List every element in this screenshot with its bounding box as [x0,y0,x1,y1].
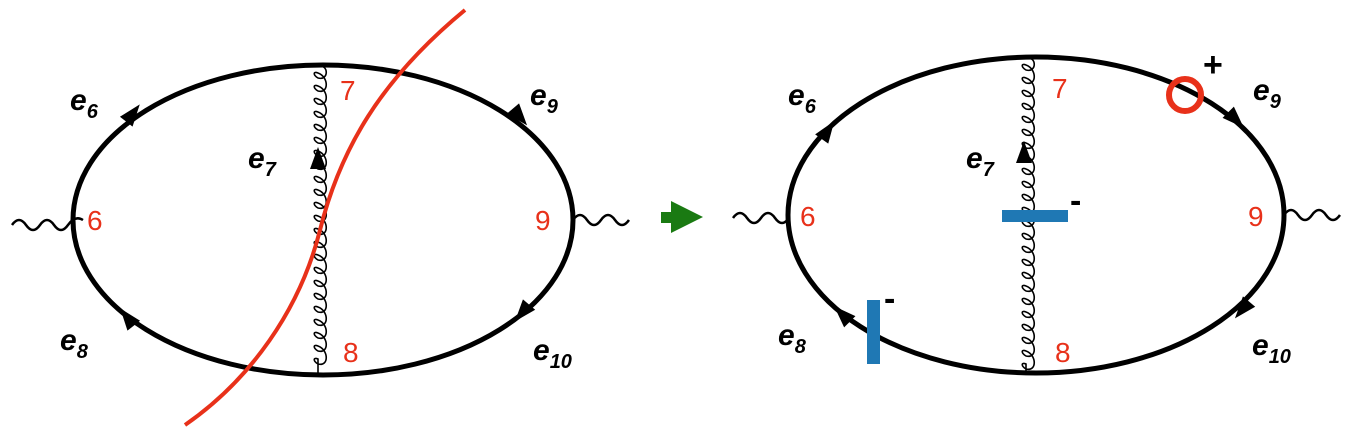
right-minus-mark-gluon [1002,210,1068,222]
right-gluon [1021,57,1036,372]
right-photon-out [1282,208,1342,222]
right-label-e10: e10 [1252,329,1291,368]
gluon-coil-path [1021,57,1036,372]
left-vertex-7: 7 [340,75,356,106]
right-minus-mark-e8-sign: - [884,280,895,318]
right-label-e6: e6 [788,79,817,118]
right-vertex-6: 6 [800,201,816,232]
left-arrow-e7 [310,147,326,169]
left-cut-line [183,8,467,427]
right-vertex-9: 9 [1248,201,1264,232]
right-photon-in [731,211,791,225]
left-arrow-e10 [514,299,536,322]
right-minus-mark-e8 [867,300,880,364]
right-vertex-8: 8 [1055,337,1071,368]
gluon-coil-path [313,65,328,374]
left-arrow-e6 [119,104,140,127]
left-diagram: e6 e7 e8 e9 e10 6 7 8 9 [10,8,631,427]
right-vertex-7: 7 [1052,73,1068,104]
left-label-e8: e8 [60,324,89,363]
left-vertex-9: 9 [535,205,551,236]
left-label-e6: e6 [70,84,99,123]
left-label-e10: e10 [533,334,572,373]
left-arrow-e9 [506,103,528,126]
left-photon-in [10,217,84,232]
right-plus-mark-sign: + [1203,46,1223,84]
right-label-e7: e7 [966,142,995,181]
left-gluon [313,65,328,374]
right-label-e9: e9 [1253,74,1282,113]
right-diagram: + - - e6 e7 e8 e9 e10 6 7 8 9 [731,46,1342,376]
left-label-e7: e7 [248,142,277,181]
right-arrow-e8 [834,306,856,328]
right-arrow-e7 [1016,141,1032,163]
right-arrow-e6 [815,120,835,144]
right-arrow-e10 [1234,296,1256,319]
left-arrow-e8 [120,308,141,331]
right-arrow-e9 [1222,106,1244,128]
right-label-e8: e8 [778,319,807,358]
right-minus-mark-gluon-sign: - [1070,182,1081,220]
left-label-e9: e9 [530,79,559,118]
transform-arrow [661,201,703,233]
right-plus-mark-circle [1166,76,1204,114]
left-vertex-6: 6 [87,205,103,236]
left-vertex-8: 8 [343,337,359,368]
left-photon-out [571,213,631,227]
